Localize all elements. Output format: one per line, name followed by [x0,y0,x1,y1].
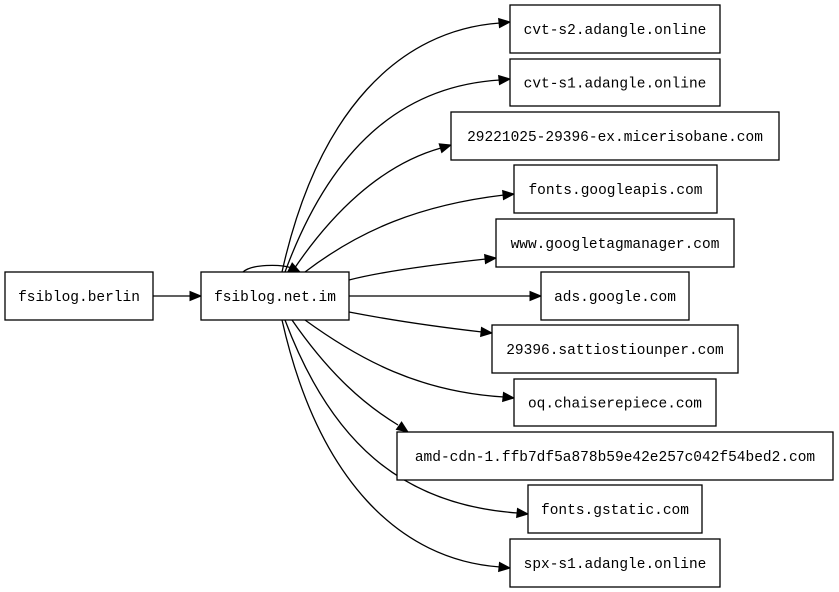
edge-line [291,147,442,273]
arrowhead [498,561,512,573]
edge-hub-to-gtm [348,253,498,281]
node-box [4,271,154,321]
node-box [495,218,735,268]
edge-hub-to-oq [304,319,516,403]
node-satt: 29396.sattiostiounper.com [491,324,739,374]
node-label: cvt-s2.adangle.online [524,23,707,39]
node-mic: 29221025-29396-ex.micerisobane.com [450,111,780,161]
arrowhead [287,262,302,273]
node-gtm: www.googletagmanager.com [495,218,735,268]
edge-hub-to-satt [348,311,494,338]
edges-layer [153,17,543,573]
arrowhead [438,143,453,154]
node-label: www.googletagmanager.com [511,237,720,253]
arrowhead [498,74,512,86]
arrowhead [484,253,498,265]
node-berlin: fsiblog.berlin [4,271,154,321]
edge-line [281,22,501,273]
node-label: oq.chaiserepiece.com [528,397,702,413]
edge-hub-to-mic [291,143,453,273]
arrowhead [498,17,512,29]
node-label: cvt-s1.adangle.online [524,77,707,93]
node-box [450,111,780,161]
edge-hub-to-cvt1 [284,74,512,273]
node-label: 29396.sattiostiounper.com [506,343,724,359]
node-box [513,378,717,427]
node-box [491,324,739,374]
edge-line [304,194,505,273]
edge-berlin-to-hub [153,290,203,302]
edge-hub-to-gstatic [284,319,530,519]
edge-line [284,79,501,273]
node-oq: oq.chaiserepiece.com [513,378,717,427]
arrowhead [189,290,203,302]
node-ads: ads.google.com [540,271,690,321]
node-label: fonts.googleapis.com [528,183,702,199]
node-box [513,164,718,214]
arrowhead [480,326,494,338]
node-amd: amd-cdn-1.ffb7df5a878b59e42e257c042f54be… [396,431,834,481]
edge-line [242,264,293,273]
node-label: fsiblog.berlin [18,290,140,306]
edge-line [284,319,519,514]
edge-line [291,319,399,426]
node-spx: spx-s1.adangle.online [509,538,721,588]
node-label: ads.google.com [554,290,676,306]
edge-hub-to-amd [291,319,410,433]
arrowhead [502,189,516,201]
node-box [396,431,834,481]
node-label: fonts.gstatic.com [541,503,689,519]
edge-line [281,319,501,568]
node-box [509,58,721,107]
node-hub: fsiblog.net.im [200,271,350,321]
node-box [509,538,721,588]
node-cvt1: cvt-s1.adangle.online [509,58,721,107]
arrowhead [502,391,516,403]
edge-hub-to-hub [242,262,302,273]
edge-hub-to-spx [281,319,512,573]
arrowhead [516,507,530,519]
node-box [200,271,350,321]
edge-line [348,258,487,281]
node-box [509,4,721,54]
nodes-layer: fsiblog.berlin fsiblog.net.im cvt-s2.adang… [4,4,834,588]
node-label: 29221025-29396-ex.micerisobane.com [467,130,763,146]
edge-hub-to-cvt2 [281,17,512,273]
node-label: amd-cdn-1.ffb7df5a878b59e42e257c042f54be… [415,450,815,466]
node-gstatic: fonts.gstatic.com [527,484,703,534]
edge-line [304,319,505,398]
arrowhead [395,421,410,433]
arrowhead [529,290,543,302]
node-box [527,484,703,534]
node-label: fsiblog.net.im [214,290,336,306]
edge-line [348,311,483,333]
edge-hub-to-gapis [304,189,516,273]
node-box [540,271,690,321]
node-label: spx-s1.adangle.online [524,557,707,573]
edge-hub-to-ads [349,290,543,302]
node-gapis: fonts.googleapis.com [513,164,718,214]
node-cvt2: cvt-s2.adangle.online [509,4,721,54]
